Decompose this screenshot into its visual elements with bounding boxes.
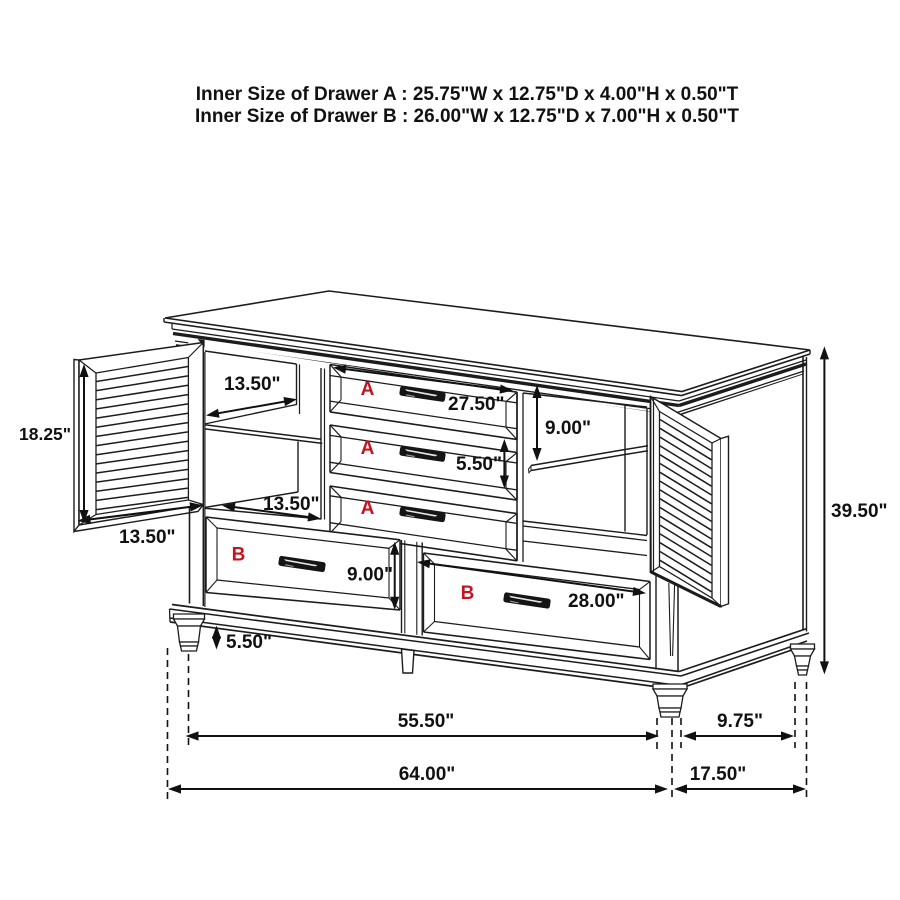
svg-text:B: B: [232, 545, 246, 566]
svg-text:5.50": 5.50": [456, 454, 502, 475]
svg-text:9.75": 9.75": [717, 711, 763, 732]
svg-text:5.50": 5.50": [226, 632, 272, 653]
svg-text:13.50": 13.50": [263, 494, 320, 515]
svg-text:13.50": 13.50": [224, 374, 281, 395]
svg-text:39.50": 39.50": [831, 501, 888, 522]
svg-text:A: A: [361, 498, 375, 519]
svg-text:18.25": 18.25": [19, 424, 71, 444]
svg-text:17.50": 17.50": [690, 764, 747, 785]
svg-text:B: B: [461, 583, 475, 604]
svg-text:55.50": 55.50": [398, 711, 455, 732]
svg-text:A: A: [361, 438, 375, 459]
svg-text:13.50": 13.50": [119, 527, 176, 548]
svg-text:9.00": 9.00": [347, 565, 393, 586]
svg-text:64.00": 64.00": [399, 764, 456, 785]
svg-text:28.00": 28.00": [568, 591, 625, 612]
svg-text:27.50": 27.50": [448, 394, 505, 415]
svg-text:A: A: [361, 379, 375, 400]
svg-text:9.00": 9.00": [545, 418, 591, 439]
